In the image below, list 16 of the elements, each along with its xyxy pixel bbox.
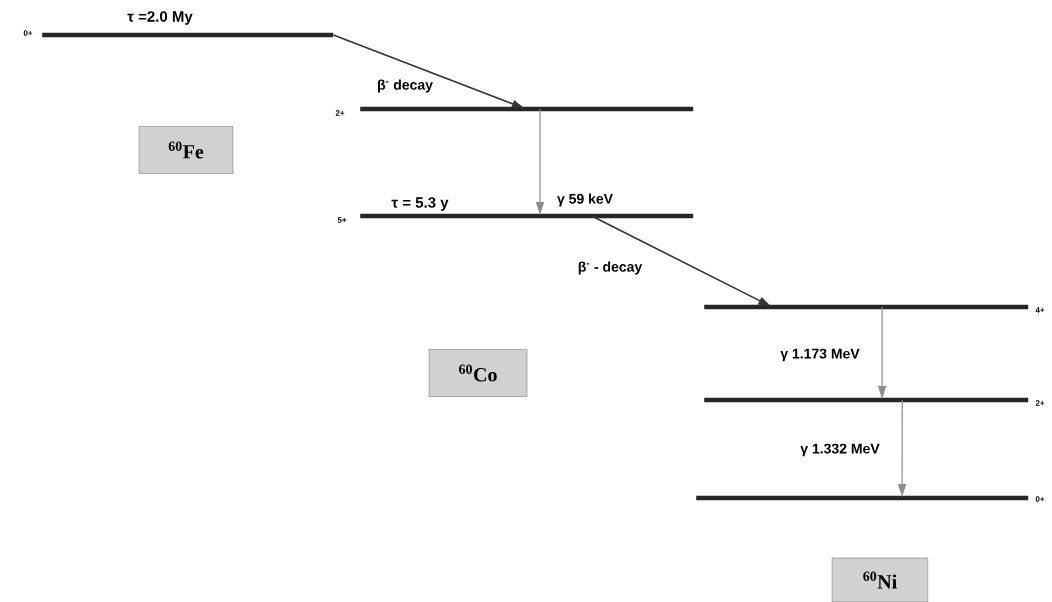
isotope-box: $^{60}$Co bbox=[428, 349, 528, 397]
spin-label: 5+ bbox=[337, 217, 347, 223]
isotope-box: $^{60}$Fe bbox=[138, 126, 234, 174]
spin-label: 2+ bbox=[1035, 400, 1045, 406]
spin-label: 0+ bbox=[1035, 496, 1045, 502]
isotope-box: $^{60}$Ni bbox=[831, 557, 929, 602]
edge-label: γ 1.173 MeV bbox=[779, 347, 861, 363]
spin-label: 0+ bbox=[23, 30, 33, 36]
spin-label: 2+ bbox=[335, 110, 345, 116]
spin-label: 4+ bbox=[1035, 307, 1045, 313]
lifetime-label: τ =2.0 My bbox=[127, 11, 193, 25]
edge-label: β$^{-}$ decay bbox=[376, 78, 434, 94]
edge-label: γ 59 keV bbox=[556, 192, 615, 208]
edge-label: γ 1.332 MeV bbox=[799, 442, 881, 458]
edge-label: β$^{-}$ - decay bbox=[576, 260, 644, 276]
lifetime-label: τ = 5.3 y bbox=[391, 197, 449, 211]
